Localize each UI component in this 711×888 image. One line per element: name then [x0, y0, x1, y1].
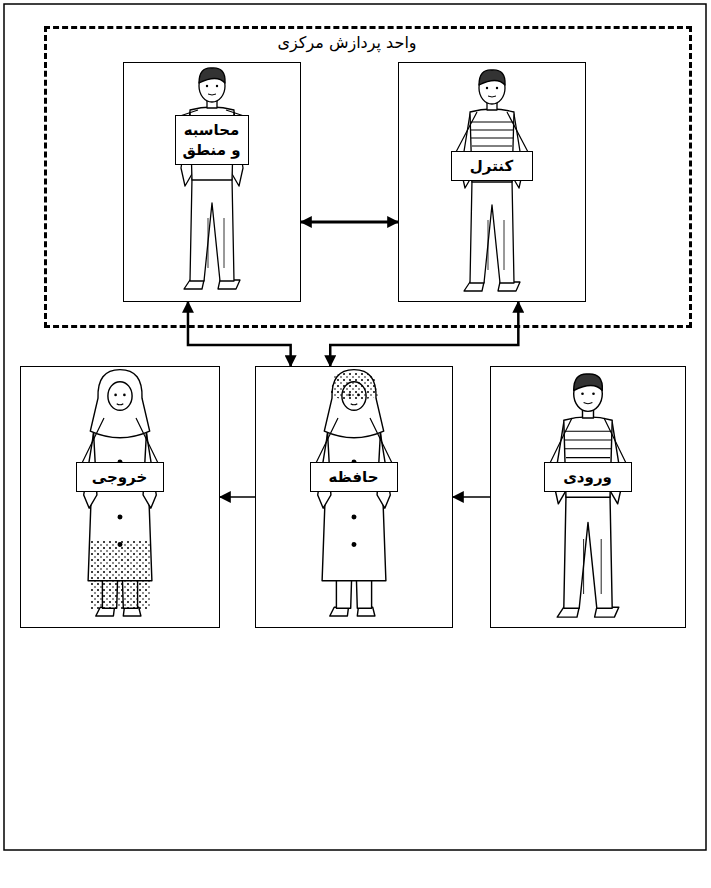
input-box: ورودی: [490, 366, 686, 628]
flow-arrow: [330, 302, 518, 366]
scarf-pattern: [330, 372, 378, 400]
student-figure: [318, 370, 391, 616]
cpu-group: واحد پردازش مرکزی کنترل محاسبه و منطق: [44, 26, 692, 328]
output-box: خروجی: [20, 366, 220, 628]
alu-box: محاسبه و منطق: [123, 62, 301, 302]
student-figure: [84, 370, 157, 616]
sign-label: محاسبه و منطق: [175, 115, 249, 165]
sign-label: خروجی: [76, 462, 164, 492]
student-figure: [554, 374, 622, 617]
memory-box: حافظه: [255, 366, 453, 628]
sign-label: کنترل: [451, 151, 533, 181]
flow-arrow: [301, 221, 398, 224]
control-box: کنترل: [398, 62, 586, 302]
student-figure: [181, 68, 243, 289]
sign-strings: [82, 110, 626, 463]
group-title: واحد پردازش مرکزی: [227, 33, 467, 53]
dress-pattern: [90, 540, 150, 610]
sign-label: حافظه: [310, 462, 398, 492]
outer-border: [4, 4, 706, 850]
flow-arrow: [188, 302, 291, 366]
flow-arrow: [453, 496, 490, 498]
sign-label: ورودی: [544, 462, 632, 492]
flow-arrow: [220, 496, 255, 498]
